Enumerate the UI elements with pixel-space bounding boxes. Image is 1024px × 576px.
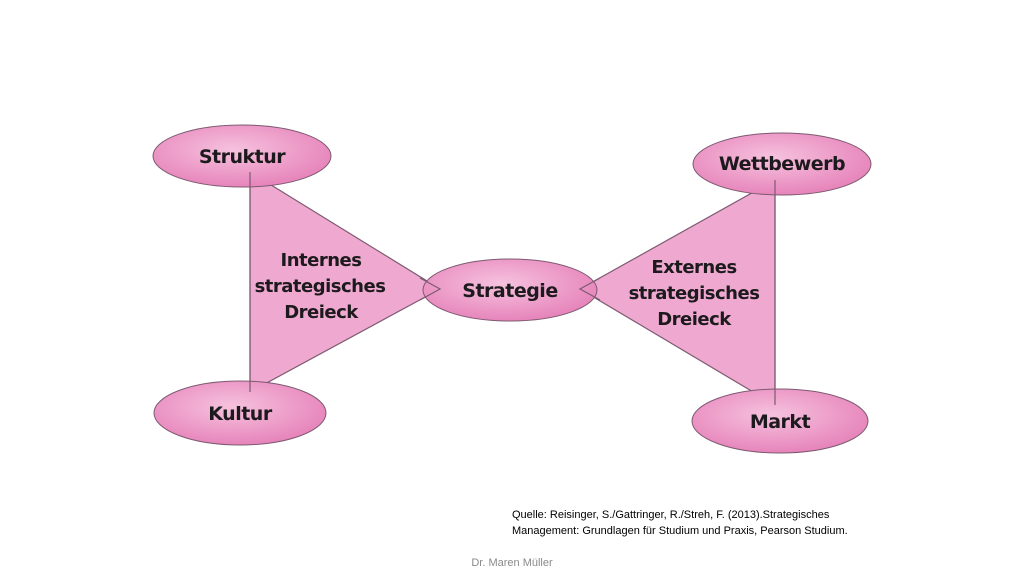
source-citation-line1: Quelle: Reisinger, S./Gattringer, R./Str…: [512, 509, 830, 521]
internal-triangle-label-line3: Dreieck: [284, 302, 359, 323]
kultur-label: Kultur: [208, 403, 273, 425]
wettbewerb-label: Wettbewerb: [719, 153, 845, 175]
markt-label: Markt: [750, 411, 811, 433]
wettbewerb-ellipse: [692, 132, 872, 196]
strategie-label: Strategie: [462, 280, 557, 302]
struktur-label: Struktur: [199, 146, 286, 168]
footer-author: Dr. Maren Müller: [471, 557, 553, 569]
source-citation: Quelle: Reisinger, S./Gattringer, R./Str…: [512, 507, 1012, 539]
internal-triangle-label-line1: Internes: [281, 250, 362, 271]
external-triangle-label-line2: strategisches: [629, 283, 760, 304]
strategie-ellipse: [422, 258, 598, 322]
external-triangle-label-line1: Externes: [651, 257, 736, 278]
external-triangle-apex-overlay: [578, 277, 601, 301]
external-triangle-label-line3: Dreieck: [657, 309, 732, 330]
struktur-ellipse: [152, 124, 332, 188]
markt-ellipse: [691, 388, 869, 454]
internal-triangle-label-line2: strategisches: [255, 276, 386, 297]
internal-triangle-apex-overlay: [419, 277, 442, 301]
source-citation-line2: Management: Grundlagen für Studium und P…: [512, 525, 848, 537]
kultur-ellipse: [153, 380, 327, 446]
